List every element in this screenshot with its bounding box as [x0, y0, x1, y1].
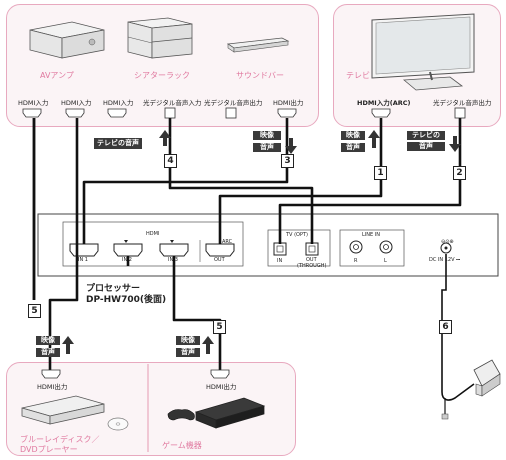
- video-tag-tv: 映像: [341, 131, 365, 140]
- port-label-hdmi-in-1: HDMI入力: [18, 99, 49, 107]
- port-label-hdmi-in-2: HDMI入力: [61, 99, 92, 107]
- video-tag-amp: 映像: [253, 131, 281, 140]
- tv-optical-out-label: 光デジタル音声出力: [433, 99, 492, 107]
- opt-out-label: OUT: [306, 257, 317, 263]
- video-tag-bluray: 映像: [36, 336, 60, 345]
- audio-tag-amp: 音声: [253, 143, 281, 152]
- port-label-hdmi-out: HDMI出力: [273, 99, 304, 107]
- cable-number-6: 6: [439, 320, 452, 334]
- arc-out-label: OUT: [214, 257, 225, 263]
- bluray-label-line2: DVDプレーヤー: [20, 445, 78, 454]
- cable-number-2: 2: [453, 166, 466, 180]
- opt-in-label: IN: [277, 258, 283, 264]
- line-in-label: LINE IN: [362, 232, 380, 238]
- cable-number-3: 3: [281, 154, 294, 168]
- tv-audio-tag-split-1: テレビの: [407, 131, 445, 140]
- signal-arrows: [62, 130, 461, 354]
- svg-text:⊖⊙⊕: ⊖⊙⊕: [441, 239, 454, 245]
- theater-rack-label: シアターラック: [134, 71, 190, 80]
- tv-audio-tag: テレビの音声: [94, 138, 142, 149]
- port-label-optical-in: 光デジタル音声入力: [143, 99, 202, 107]
- audio-tag-game: 音声: [176, 348, 200, 357]
- processor-unit: ⊖⊙⊕: [37, 213, 499, 277]
- bluray-hdmi-out-label: HDMI出力: [37, 383, 68, 391]
- tv-label: テレビ: [346, 71, 370, 80]
- hdmi-port-in3-label: IN 3: [168, 257, 178, 263]
- port-label-optical-out: 光デジタル音声出力: [204, 99, 263, 107]
- cable-number-5-game: 5: [213, 320, 226, 334]
- game-label: ゲーム機器: [162, 441, 202, 450]
- port-label-hdmi-in-3: HDMI入力: [103, 99, 134, 107]
- ac-adapter: [441, 254, 501, 420]
- av-amp-label: AVアンプ: [40, 71, 74, 80]
- bluray-label-line1: ブルーレイディスク／: [20, 435, 100, 444]
- processor-model: DP-HW700(後面): [86, 295, 167, 305]
- processor-name: プロセッサー: [86, 284, 141, 294]
- tv-illustration: [371, 13, 475, 91]
- top-port-icons: [22, 107, 466, 119]
- theater-rack-illustration: [127, 17, 193, 59]
- cable-number-5-bluray: 5: [28, 304, 41, 318]
- game-hdmi-out-label: HDMI出力: [206, 383, 237, 391]
- line-l-label: L: [384, 258, 387, 264]
- bottom-port-icons: [41, 369, 230, 379]
- tv-opt-label: TV (OPT): [286, 232, 308, 238]
- tv-audio-tag-split-2: 音声: [407, 142, 445, 151]
- hdmi-port-in1-label: IN 1: [78, 257, 88, 263]
- arc-top-label: ARC: [222, 239, 233, 245]
- audio-tag-tv: 音声: [341, 143, 365, 152]
- line-r-label: R: [354, 258, 358, 264]
- cable-number-1: 1: [374, 166, 387, 180]
- opt-through-label: (THROUGH): [297, 263, 327, 269]
- game-console-illustration: [167, 397, 266, 429]
- sound-bar-illustration: [226, 37, 290, 53]
- tv-hdmi-arc-label: HDMI入力(ARC): [357, 99, 411, 107]
- sound-bar-label: サウンドバー: [236, 71, 284, 80]
- hdmi-group-label: HDMI: [146, 231, 160, 237]
- audio-tag-bluray: 音声: [36, 348, 60, 357]
- cable-number-4: 4: [164, 154, 177, 168]
- bluray-player-illustration: [21, 395, 129, 431]
- dc-in-label: DC IN 12V ⎓: [429, 257, 461, 263]
- av-amp-illustration: [29, 21, 105, 59]
- hdmi-port-in2-label: IN 2: [122, 257, 132, 263]
- video-tag-game: 映像: [176, 336, 200, 345]
